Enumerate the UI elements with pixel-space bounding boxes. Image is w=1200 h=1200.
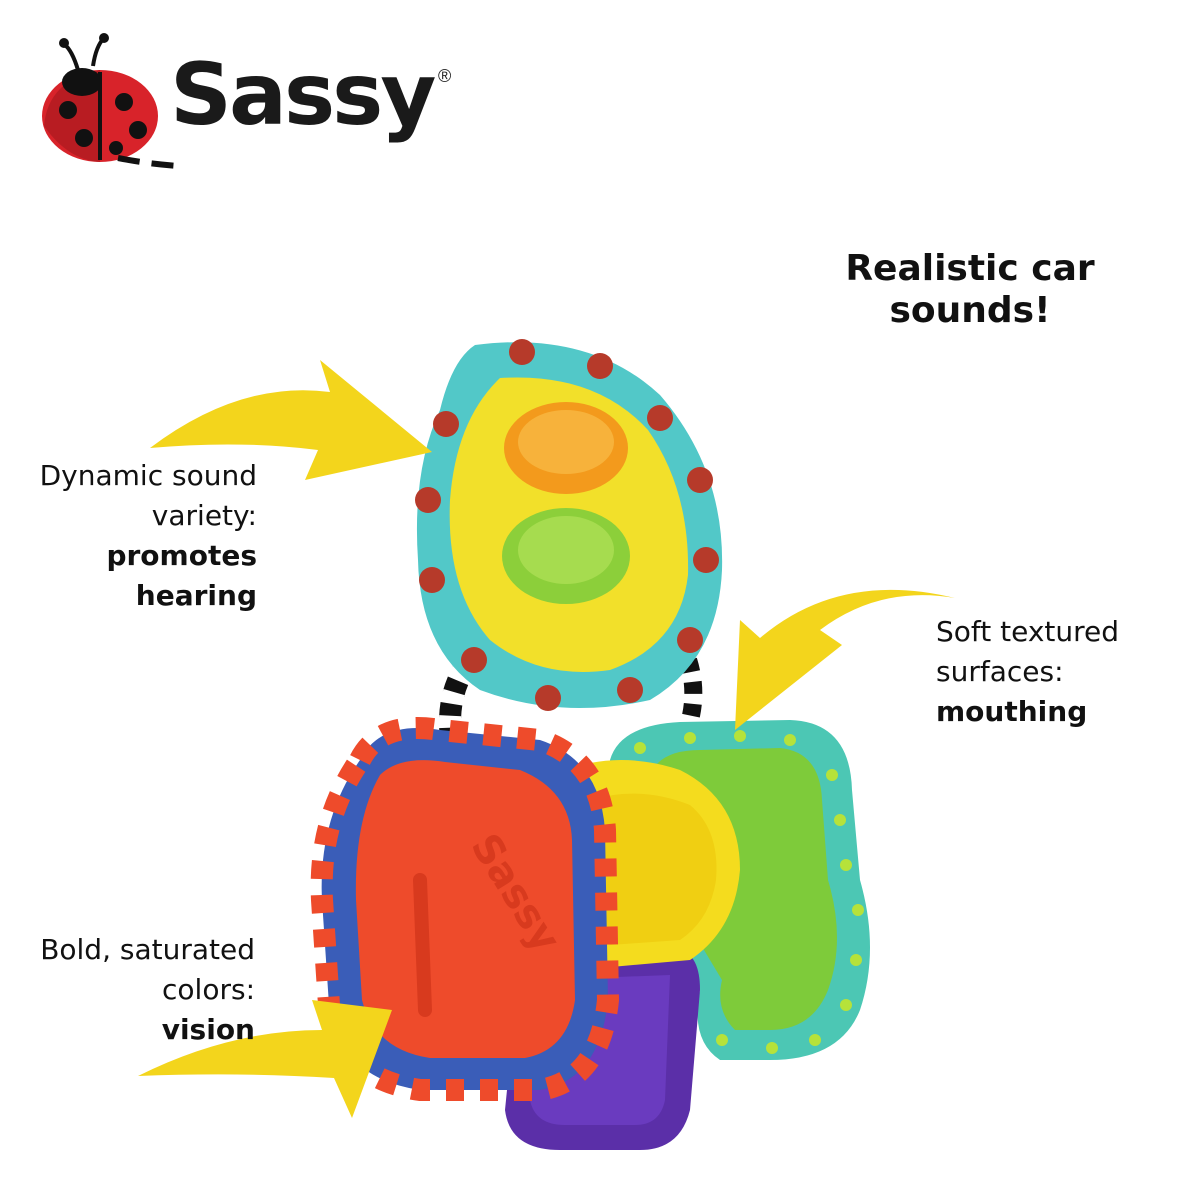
headline-line-1: Realistic car [845, 248, 1095, 289]
arrow-sound [150, 360, 432, 480]
callout-texture-line-2: surfaces: [936, 655, 1064, 688]
callout-colors: Bold, saturated colors: vision [0, 930, 255, 1050]
ladybug-icon [42, 33, 178, 169]
headline-line-2: sounds! [889, 290, 1051, 332]
callout-sound-benefit-1: promotes [106, 539, 257, 572]
callout-texture-line-1: Soft textured [936, 615, 1120, 648]
callout-colors-line-1: Bold, saturated [40, 933, 255, 966]
callout-colors-benefit: vision [161, 1013, 255, 1046]
callout-sound-line-2: variety: [151, 499, 257, 532]
callout-sound: Dynamic sound variety: promotes hearing [0, 456, 257, 616]
callout-texture: Soft textured surfaces: mouthing [936, 612, 1176, 732]
headline: Realistic car sounds! [820, 248, 1120, 333]
callout-arrows [138, 360, 955, 1118]
red-key: Sassy [310, 717, 620, 1101]
callout-texture-benefit: mouthing [936, 695, 1088, 728]
registered-mark: ® [438, 66, 452, 86]
brand-wordmark: Sassy [170, 45, 436, 145]
callout-sound-benefit-2: hearing [135, 579, 257, 612]
car-remote-fob [415, 339, 723, 711]
arrow-texture [735, 589, 955, 730]
callout-colors-line-2: colors: [162, 973, 255, 1006]
brand-logo: Sassy ® [38, 30, 458, 180]
arrow-colors [138, 1000, 392, 1118]
callout-sound-line-1: Dynamic sound [39, 459, 257, 492]
